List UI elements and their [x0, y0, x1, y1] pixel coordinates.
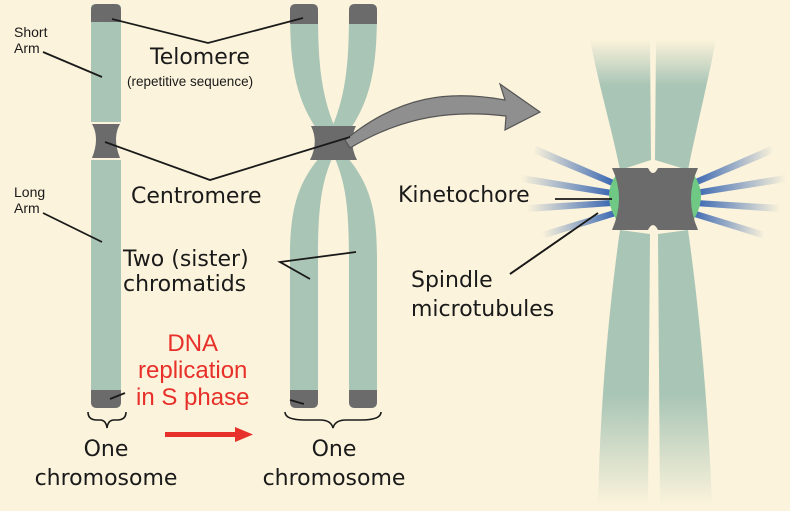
centromere-label: Centromere — [131, 184, 262, 209]
bottom-telomere-left — [91, 390, 121, 408]
zoom-arrow — [344, 82, 542, 149]
sister-chromatid-right — [326, 4, 377, 408]
brace-left — [87, 411, 127, 429]
centromere-left — [92, 124, 120, 158]
telomere-label: Telomere — [150, 45, 250, 70]
zoomed-centromere-block — [612, 168, 698, 230]
sister-chromatids-label: Two (sister) chromatids — [123, 247, 249, 298]
spindle-microtubules-label: Spindle microtubules — [411, 268, 555, 322]
single-chromosome — [91, 4, 121, 408]
zoomed-lower-arms — [598, 230, 650, 505]
brace-right — [284, 411, 382, 429]
sister-chromatid-left — [290, 4, 341, 408]
leader-lines — [42, 17, 612, 405]
telomere-note: (repetitive sequence) — [127, 74, 254, 89]
telomere-bottom-left-chromatid — [290, 390, 318, 408]
dna-replication-label: DNA replication in S phase — [136, 330, 250, 411]
replication-arrow — [165, 427, 253, 442]
telomere-bottom-right-chromatid — [349, 390, 377, 408]
one-chromosome-left-label: One chromosome — [34, 437, 178, 491]
short-arm-label: Short Arm — [14, 24, 48, 57]
short-arm-shape — [91, 4, 121, 122]
zoomed-centromere — [521, 40, 786, 505]
replicated-chromosome — [290, 4, 377, 408]
top-telomere-left — [91, 4, 121, 22]
long-arm-shape — [91, 160, 121, 408]
long-arm-label: Long Arm — [14, 184, 46, 217]
telomere-top-right-chromatid — [349, 4, 377, 24]
kinetochore-label: Kinetochore — [398, 183, 530, 208]
spindle-microtubules-graphic — [521, 146, 786, 238]
zoomed-upper-arms — [590, 40, 651, 170]
one-chromosome-right-label: One chromosome — [262, 437, 406, 491]
